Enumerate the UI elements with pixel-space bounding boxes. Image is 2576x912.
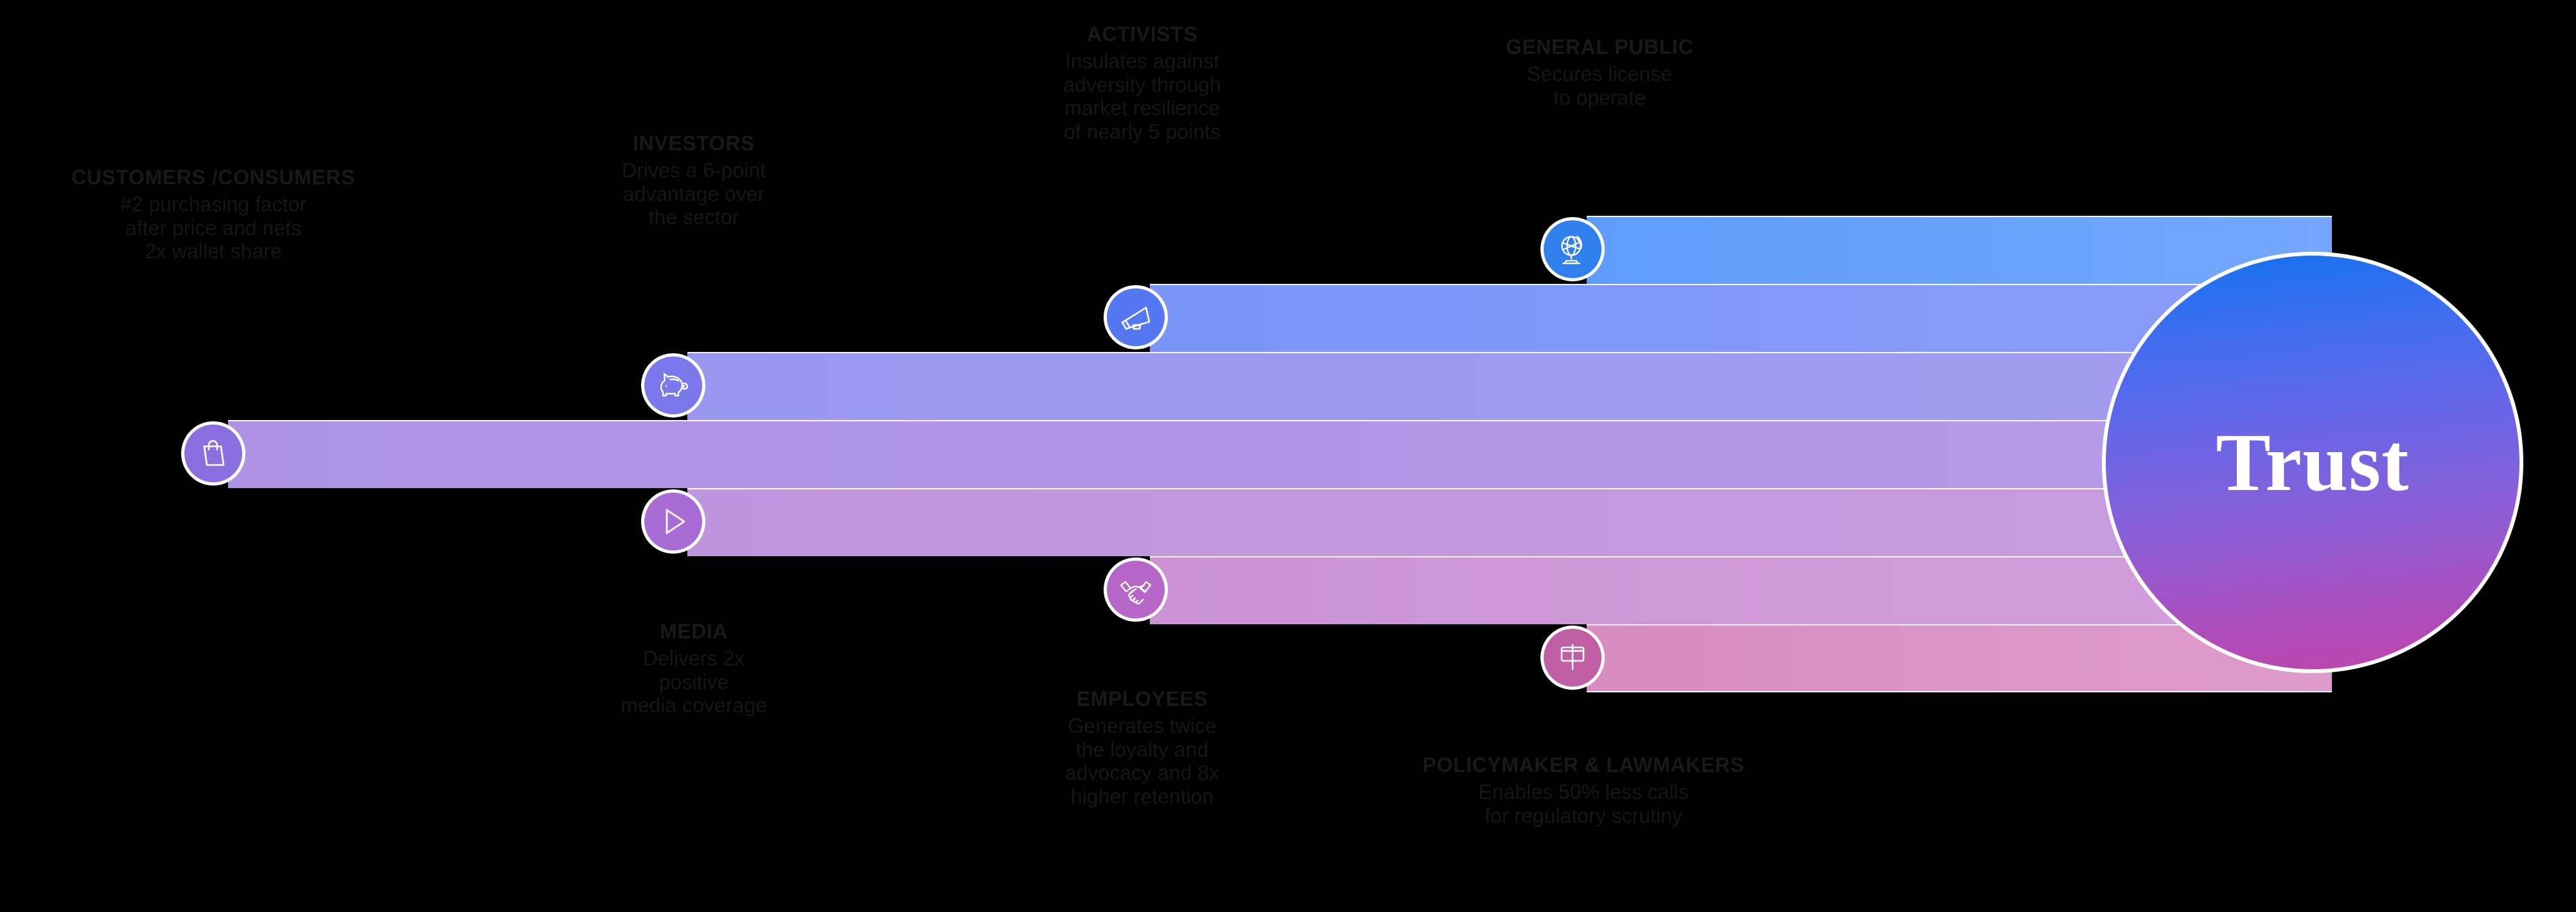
bar-general-public — [1587, 216, 2332, 284]
sign-placard-icon — [1554, 639, 1591, 676]
bar-activists — [1150, 284, 2332, 352]
bar-policymakers — [1587, 624, 2332, 692]
label-investors: INVESTORS Drives a 6-point advantage ove… — [520, 132, 867, 229]
bar-media — [687, 488, 2332, 556]
trust-label: Trust — [2216, 417, 2410, 508]
node-general-public[interactable] — [1540, 217, 1605, 281]
label-description: Delivers 2x positive media coverage — [621, 647, 767, 717]
label-description: Enables 50% less calls for regulatory sc… — [1478, 780, 1689, 827]
label-description: Secures license to operate — [1527, 62, 1672, 109]
label-description: Insulates against adversity through mark… — [1063, 49, 1221, 143]
label-title: POLICYMAKER & LAWMAKERS — [1422, 753, 1745, 776]
label-title: ACTIVISTS — [1086, 22, 1198, 46]
megaphone-icon — [1117, 299, 1154, 336]
label-description: Drives a 6-point advantage over the sect… — [621, 159, 766, 229]
label-customers-consumers: CUSTOMERS /CONSUMERS #2 purchasing facto… — [46, 166, 380, 263]
label-title: MEDIA — [659, 620, 728, 643]
label-policymaker-lawmakers: POLICYMAKER & LAWMAKERS Enables 50% less… — [1320, 753, 1847, 827]
node-employees[interactable] — [1104, 557, 1168, 622]
label-title: INVESTORS — [633, 132, 755, 155]
label-general-public: GENERAL PUBLIC Secures license to operat… — [1413, 35, 1786, 109]
label-employees: EMPLOYEES Generates twice the loyalty an… — [969, 687, 1316, 808]
label-media: MEDIA Delivers 2x positive media coverag… — [520, 620, 867, 717]
label-description: Generates twice the loyalty and advocacy… — [1064, 714, 1220, 808]
label-activists: ACTIVISTS Insulates against adversity th… — [969, 22, 1316, 143]
label-title: GENERAL PUBLIC — [1505, 35, 1694, 58]
label-description: #2 purchasing factor after price and net… — [120, 193, 306, 263]
trust-sphere[interactable]: Trust — [2102, 252, 2523, 673]
play-icon — [655, 503, 692, 540]
bar-customers — [228, 420, 2332, 488]
shopping-bag-icon — [195, 435, 231, 471]
node-policymaker-lawmakers[interactable] — [1540, 626, 1605, 690]
label-title: CUSTOMERS /CONSUMERS — [71, 166, 355, 189]
piggy-bank-icon — [655, 367, 692, 404]
node-investors[interactable] — [641, 353, 705, 417]
globe-icon — [1554, 231, 1591, 268]
node-customers-consumers[interactable] — [181, 421, 245, 486]
node-media[interactable] — [641, 489, 705, 554]
bar-investors — [687, 352, 2332, 420]
node-activists[interactable] — [1104, 285, 1168, 349]
label-title: EMPLOYEES — [1076, 687, 1208, 710]
handshake-icon — [1117, 571, 1154, 608]
